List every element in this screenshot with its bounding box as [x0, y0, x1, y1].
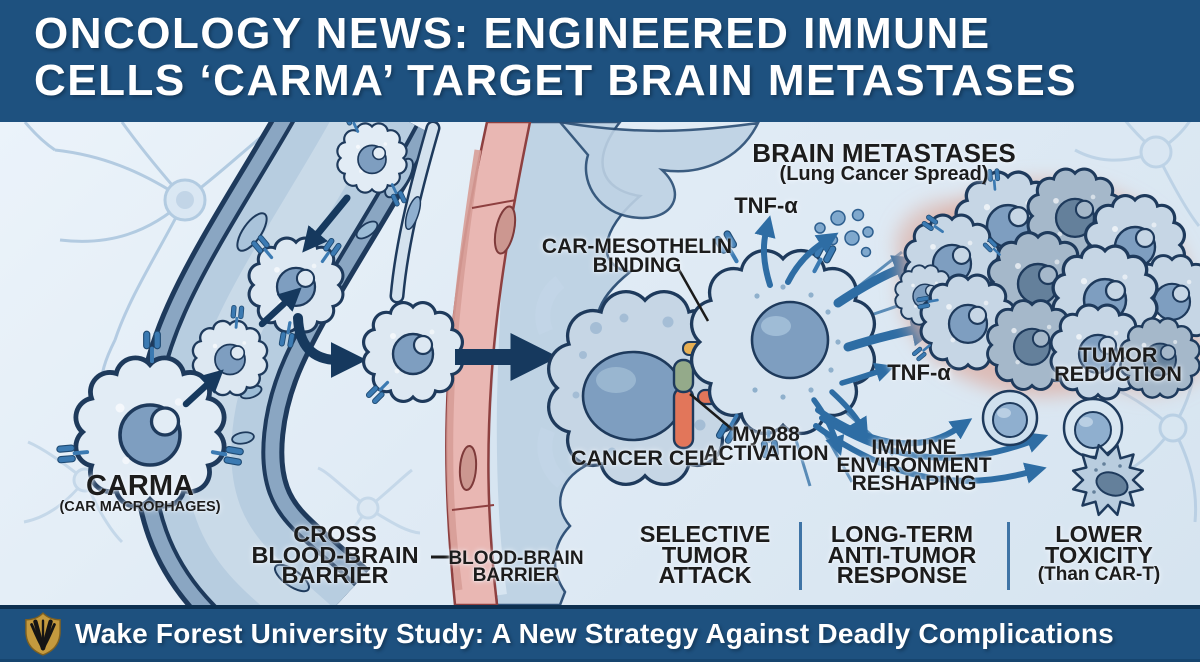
blood-brain-barrier-label: BLOOD-BRAIN BARRIER	[448, 548, 584, 586]
tumor-cluster	[895, 169, 1200, 399]
brain-metastases-title: BRAIN METASTASES	[752, 138, 1016, 168]
arrow-tumor-upper	[833, 255, 927, 308]
brain-metastases-label: BRAIN METASTASES (Lung Cancer Spread)	[752, 138, 1016, 185]
footer-banner: Wake Forest University Study: A New Stra…	[0, 605, 1200, 662]
arrow-immune-b	[829, 389, 869, 438]
vessel-wall-spindle	[389, 122, 441, 304]
medical-diagram	[23, 122, 1200, 605]
divider-2	[1007, 522, 1010, 590]
carma-sublabel: (CAR MACROPHAGES)	[59, 499, 221, 515]
illustration-area	[0, 122, 1200, 605]
background-neurons	[23, 122, 1200, 550]
pointer-lines	[431, 267, 734, 559]
arrow-dots	[785, 232, 839, 285]
key-point-selective-attack: SELECTIVE TUMOR ATTACK	[639, 521, 771, 588]
key-point-long-term: LONG-TERM ANTI-TUMOR RESPONSE	[827, 521, 977, 588]
carma-label: CARMA (CAR MACROPHAGES)	[59, 470, 221, 515]
arrow-tnf-mid	[839, 362, 896, 386]
myd88-label: MyD88 ACTIVATION	[703, 423, 829, 465]
tnf-alpha-mid-label: TNF-α	[887, 360, 951, 385]
tnf-alpha-top-label: TNF-α	[734, 193, 798, 218]
cancer-cell	[546, 289, 744, 487]
carma-cells-in-vessel	[56, 122, 407, 506]
extravasation-arrow	[293, 313, 367, 378]
arrow-cell-2	[819, 415, 1049, 461]
tumor-reduction-label: TUMOR REDUCTION	[1054, 343, 1182, 386]
arrow-tnf-top	[754, 215, 776, 288]
arrow-cell-3	[813, 423, 1047, 484]
headline-line2: CELLS ‘CARMA’ TARGET BRAIN METASTASES	[34, 56, 1078, 105]
myd88-molecule	[672, 358, 695, 450]
immune-environment-label: IMMUNE ENVIRONMENT RESHAPING	[836, 436, 992, 495]
vessel-flow-arrows	[182, 194, 367, 408]
immune-cells	[981, 389, 1145, 517]
cancer-cell-label: CANCER CELL	[570, 446, 726, 470]
spiky-immune-cell	[1071, 443, 1145, 517]
crossing-carma-cell	[364, 303, 463, 406]
membrane-dots	[752, 284, 841, 400]
key-point-cross-bbb: CROSS BLOOD-BRAIN BARRIER	[251, 521, 419, 588]
key-point-lower-toxicity: LOWER TOXICITY (Than CAR-T)	[1037, 521, 1161, 585]
car-mesothelin-label: CAR-MESOTHELIN BINDING	[541, 235, 733, 277]
blood-cells	[231, 220, 379, 445]
header-banner: ONCOLOGY NEWS: ENGINEERED IMMUNE CELLS ‘…	[0, 0, 1200, 122]
arrow-cell-1	[815, 407, 973, 447]
headline-line1: ONCOLOGY NEWS: ENGINEERED IMMUNE	[34, 9, 991, 58]
brain-metastases-subtitle: (Lung Cancer Spread)	[779, 163, 989, 185]
footer-text: Wake Forest University Study: A New Stra…	[75, 618, 1114, 649]
divider-1	[799, 522, 802, 590]
effect-arrows	[754, 215, 1049, 484]
wake-forest-shield-icon	[25, 612, 61, 656]
